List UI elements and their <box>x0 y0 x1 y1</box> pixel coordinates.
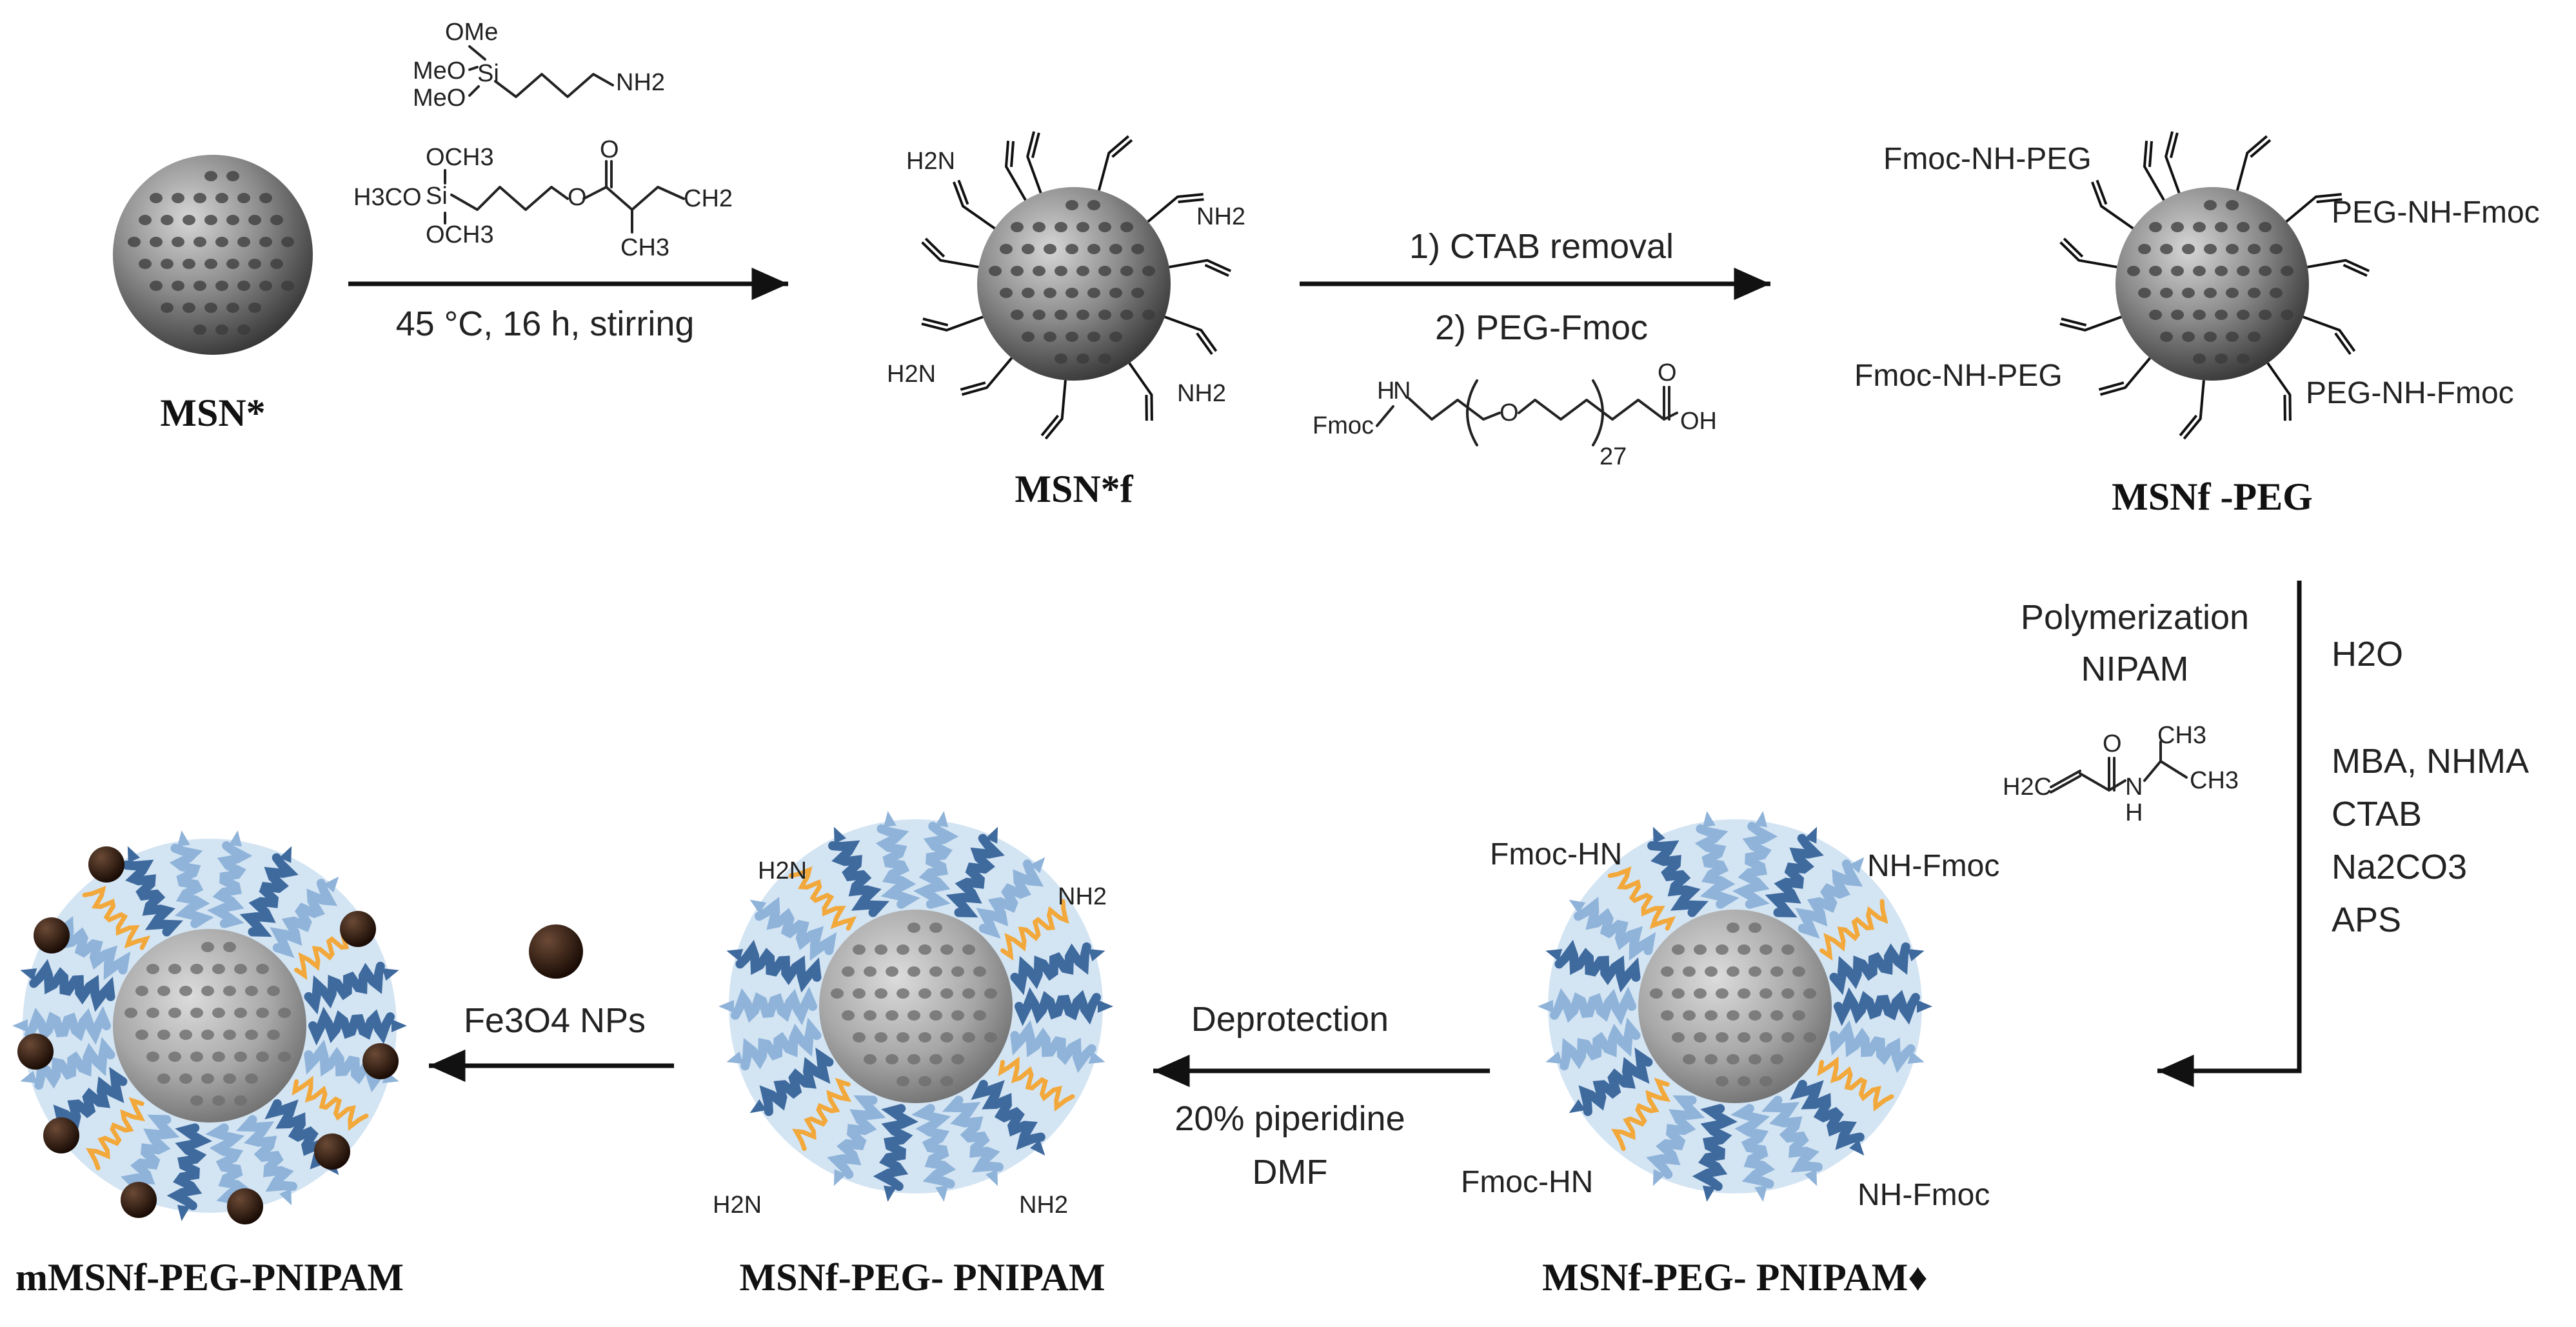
magnetic-particle <box>12 830 407 1224</box>
meo-mid: MeO <box>413 57 466 85</box>
step3-na2co3: Na2CO3 <box>2332 848 2467 886</box>
pnipam-protected-label: MSNf-PEG- PNIPAM♦ <box>1542 1256 1928 1299</box>
step3-polymerization: Polymerization <box>2021 598 2249 637</box>
o-ester: O <box>568 184 587 211</box>
msnf-nh2-topleft: H2N <box>906 148 955 175</box>
nipam-n: N <box>2125 773 2143 801</box>
fe3o4-np <box>529 924 583 979</box>
step4-line2: 20% piperidine <box>1174 1099 1405 1138</box>
peg-nh-fmoc-bottom: PEG-NH-Fmoc <box>2306 376 2514 410</box>
o-carbonyl: O <box>600 136 619 163</box>
meo-bot: MeO <box>413 85 466 112</box>
msnf-nh2-bottomleft: H2N <box>887 361 936 388</box>
fmoc-nh-peg-top: Fmoc-NH-PEG <box>1883 142 2092 176</box>
step4-line3: DMF <box>1253 1153 1328 1192</box>
nipam-structure: H2C O N H CH3 CH3 <box>2003 722 2239 826</box>
step4-line1: Deprotection <box>1191 1000 1389 1039</box>
step2-line2: 2) PEG-Fmoc <box>1435 308 1648 347</box>
fmoc-hn-bottom: Fmoc-HN <box>1461 1165 1593 1199</box>
peg-h: H <box>1377 377 1394 404</box>
methacrylate-silane-structure: OCH3 H3CO Si OCH3 O O CH2 CH3 <box>353 136 733 261</box>
peg-o: O <box>1500 399 1519 426</box>
pnipam-protected-particle <box>1538 811 1932 1202</box>
nh2-top: NH2 <box>1058 883 1107 910</box>
aminosilane-structure: OMe MeO Si MeO NH2 <box>413 19 665 112</box>
msnf-nh2-bottomright: NH2 <box>1177 380 1226 407</box>
nipam-h: H <box>2125 799 2143 826</box>
h2n-bottom: H2N <box>713 1192 762 1219</box>
step3-h2o: H2O <box>2332 635 2403 673</box>
msnf-nh2-right: NH2 <box>1196 203 1245 230</box>
magnetic-label: mMSNf-PEG-PNIPAM <box>15 1256 404 1299</box>
och3-bot: OCH3 <box>426 221 494 248</box>
step3-ctab: CTAB <box>2332 795 2422 833</box>
nh-fmoc-top: NH-Fmoc <box>1867 849 1999 883</box>
ch2-label: CH2 <box>684 185 733 212</box>
peg-n: N <box>1393 377 1411 404</box>
step2-line1: 1) CTAB removal <box>1409 227 1674 266</box>
msnf-peg-label: MSNf -PEG <box>2112 475 2313 518</box>
pnipam-particle <box>718 811 1113 1202</box>
h2n-top: H2N <box>758 857 807 884</box>
msn-label: MSN* <box>160 392 265 434</box>
ome-top: OMe <box>445 19 498 46</box>
fmoc-nh-peg-bottom: Fmoc-NH-PEG <box>1854 359 2063 393</box>
nipam-o: O <box>2103 730 2122 757</box>
step3-nipam: NIPAM <box>2081 650 2188 688</box>
step3-aps: APS <box>2332 901 2401 939</box>
nipam-h2c: H2C <box>2003 773 2052 801</box>
och3-top: OCH3 <box>426 144 494 171</box>
arrow-step3 <box>2157 581 2302 1088</box>
msnf-particle <box>921 131 1232 440</box>
nipam-ch3-top: CH3 <box>2157 722 2206 749</box>
step1-condition: 45 °C, 16 h, stirring <box>396 304 695 343</box>
si2-label: Si <box>426 183 448 210</box>
msnf-peg-particle <box>2059 131 2370 440</box>
peg-oh: OH <box>1680 408 1717 435</box>
peg-fmoc: Fmoc <box>1313 412 1374 439</box>
nh2-bottom: NH2 <box>1019 1192 1068 1219</box>
pnipam-label: MSNf-PEG- PNIPAM <box>739 1256 1105 1299</box>
h3co-label: H3CO <box>353 184 422 211</box>
nh-fmoc-bottom: NH-Fmoc <box>1858 1178 1990 1212</box>
ch3-label: CH3 <box>620 234 669 261</box>
nh2-label: NH2 <box>616 69 665 96</box>
peg-sub27: 27 <box>1600 443 1627 470</box>
step5-line1: Fe3O4 NPs <box>464 1001 646 1040</box>
peg-nh-fmoc-right: PEG-NH-Fmoc <box>2332 195 2540 230</box>
msnf-label: MSN*f <box>1015 468 1133 510</box>
msn-particle <box>113 155 313 355</box>
peg-fmoc-structure: Fmoc N H O 27 O OH <box>1313 359 1717 470</box>
nipam-ch3-right: CH3 <box>2190 767 2239 794</box>
peg-o-carbonyl: O <box>1658 359 1677 386</box>
step3-mba: MBA, NHMA <box>2332 742 2529 781</box>
fmoc-hn-top: Fmoc-HN <box>1490 837 1622 872</box>
